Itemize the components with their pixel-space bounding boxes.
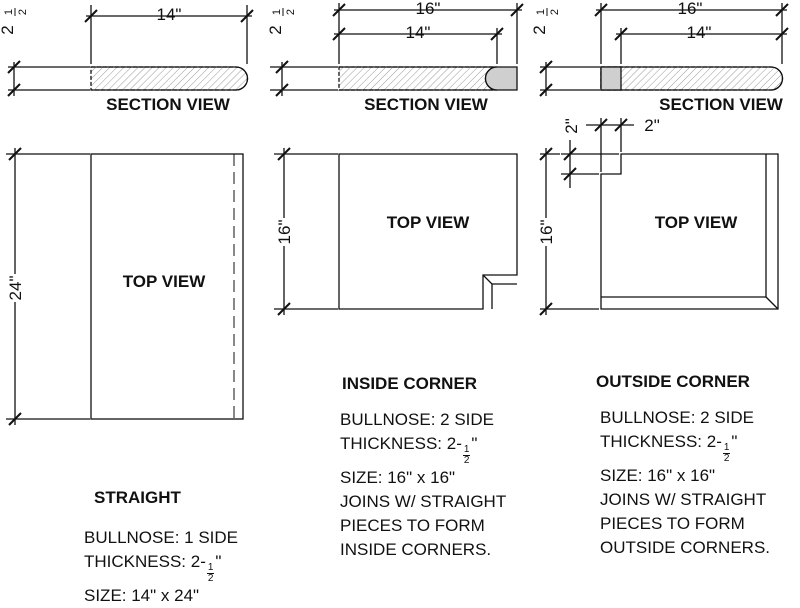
straight-top-view bbox=[6, 147, 244, 426]
inside-inner-width-label: 14" bbox=[406, 23, 431, 42]
svg-text:1: 1 bbox=[271, 9, 283, 15]
svg-text:2: 2 bbox=[530, 25, 549, 34]
outside-joins-line2: PIECES TO FORM bbox=[600, 514, 745, 533]
straight-top-label: TOP VIEW bbox=[123, 272, 206, 291]
svg-text:16": 16" bbox=[537, 220, 556, 245]
svg-text:2: 2 bbox=[266, 25, 285, 34]
outside-top-view bbox=[539, 118, 779, 316]
outside-section-label: SECTION VIEW bbox=[659, 95, 784, 114]
outside-section-view bbox=[539, 3, 789, 97]
outside-thickness-frac: 1 2 bbox=[535, 8, 561, 16]
inside-thickness-frac: 1 2 bbox=[271, 8, 297, 16]
svg-text:2: 2 bbox=[285, 9, 297, 15]
inside-title: INSIDE CORNER bbox=[342, 374, 478, 393]
outside-inner-width-label: 14" bbox=[687, 23, 712, 42]
straight-section-view bbox=[7, 5, 254, 97]
svg-text:2": 2" bbox=[562, 118, 581, 134]
outside-notch-top-label: 2" bbox=[644, 116, 660, 135]
inside-thickness-label: 2 bbox=[266, 25, 285, 34]
inside-bullnose: BULLNOSE: 2 SIDE bbox=[340, 410, 495, 429]
svg-text:16": 16" bbox=[275, 220, 294, 245]
outside-notes: OUTSIDE CORNER BULLNOSE: 2 SIDE THICKNES… bbox=[596, 372, 771, 560]
straight-thickness-frac: 1 2 bbox=[3, 8, 29, 16]
svg-text:1: 1 bbox=[535, 9, 547, 15]
straight-bullnose: BULLNOSE: 1 SIDE bbox=[84, 528, 239, 547]
inside-joins-line1: JOINS W/ STRAIGHT bbox=[340, 492, 507, 511]
outside-title: OUTSIDE CORNER bbox=[596, 372, 750, 391]
inside-size: SIZE: 16" x 16" bbox=[340, 468, 456, 487]
inside-outer-width-label: 16" bbox=[416, 0, 441, 18]
outside-bullnose: BULLNOSE: 2 SIDE bbox=[600, 408, 755, 427]
inside-side-label: 16" bbox=[275, 218, 294, 246]
outside-thickness-label: 2 bbox=[530, 25, 549, 34]
outside-notch-side-label: 2" bbox=[562, 118, 581, 134]
svg-text:2: 2 bbox=[549, 9, 561, 15]
straight-length-label: 24" bbox=[6, 274, 25, 302]
inside-notes: INSIDE CORNER BULLNOSE: 2 SIDE THICKNESS… bbox=[340, 374, 506, 562]
svg-text:2: 2 bbox=[0, 25, 17, 34]
outside-joins-line3: OUTSIDE CORNERS. bbox=[600, 538, 771, 557]
outside-size: SIZE: 16" x 16" bbox=[600, 466, 716, 485]
straight-thickness-label: 2 bbox=[0, 25, 17, 34]
svg-text:2: 2 bbox=[17, 9, 29, 15]
outside-top-label: TOP VIEW bbox=[655, 213, 738, 232]
inside-top-label: TOP VIEW bbox=[387, 213, 470, 232]
inside-joins-line3: INSIDE CORNERS. bbox=[340, 540, 492, 559]
straight-width-label: 14" bbox=[157, 5, 182, 24]
inside-joins-line2: PIECES TO FORM bbox=[340, 516, 485, 535]
straight-title: STRAIGHT bbox=[94, 488, 181, 507]
inside-section-view bbox=[270, 3, 524, 97]
outside-outer-width-label: 16" bbox=[678, 0, 703, 18]
svg-text:24": 24" bbox=[6, 276, 25, 301]
straight-section-label: SECTION VIEW bbox=[106, 95, 231, 114]
inside-section-label: SECTION VIEW bbox=[364, 95, 489, 114]
outside-joins-line1: JOINS W/ STRAIGHT bbox=[600, 490, 767, 509]
straight-size: SIZE: 14" x 24" bbox=[84, 586, 200, 605]
svg-text:1: 1 bbox=[3, 9, 15, 15]
outside-side-label: 16" bbox=[537, 218, 556, 246]
straight-notes: STRAIGHT BULLNOSE: 1 SIDE THICKNESS: 2-1… bbox=[84, 488, 238, 608]
